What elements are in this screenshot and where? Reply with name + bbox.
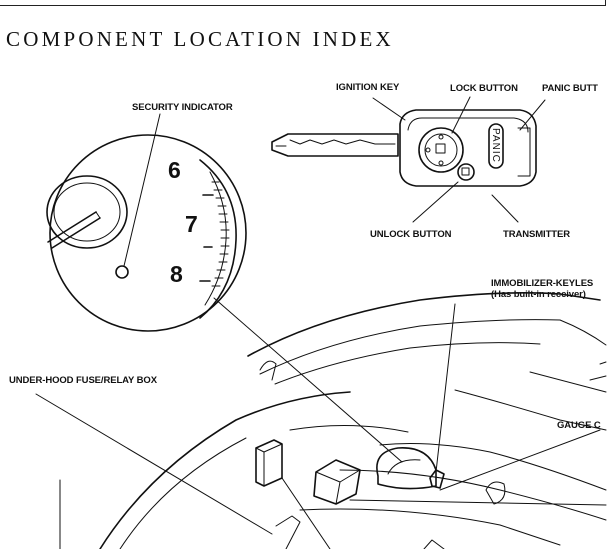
immobilizer-note: (Has built-in receiver) <box>491 289 586 300</box>
fuse-relay-box-label: UNDER-HOOD FUSE/RELAY BOX <box>9 375 157 386</box>
page-title: COMPONENT LOCATION INDEX <box>6 27 394 51</box>
ignition-key-illustration <box>271 133 399 157</box>
switch-position-7: 7 <box>185 211 198 237</box>
security-indicator-detail <box>46 113 403 463</box>
security-indicator-label: SECURITY INDICATOR <box>132 102 233 113</box>
panic-button-label: PANIC BUTT <box>542 83 598 94</box>
header-rule <box>0 0 606 6</box>
transmitter-leader-lines <box>372 96 546 223</box>
immobilizer-label: IMMOBILIZER-KEYLES <box>491 278 594 289</box>
vehicle-leader-lines <box>35 303 607 549</box>
gauge-label: GAUGE C <box>557 420 601 431</box>
ignition-key-label: IGNITION KEY <box>336 82 400 93</box>
switch-position-6: 6 <box>168 157 181 183</box>
unlock-button-label: UNLOCK BUTTON <box>370 229 452 240</box>
transmitter-label: TRANSMITTER <box>503 229 570 240</box>
vehicle-illustration <box>99 292 607 549</box>
switch-position-8: 8 <box>170 261 183 287</box>
transmitter-illustration <box>399 109 537 187</box>
panic-button-text: PANIC <box>490 128 501 163</box>
lock-button-label: LOCK BUTTON <box>450 83 518 94</box>
